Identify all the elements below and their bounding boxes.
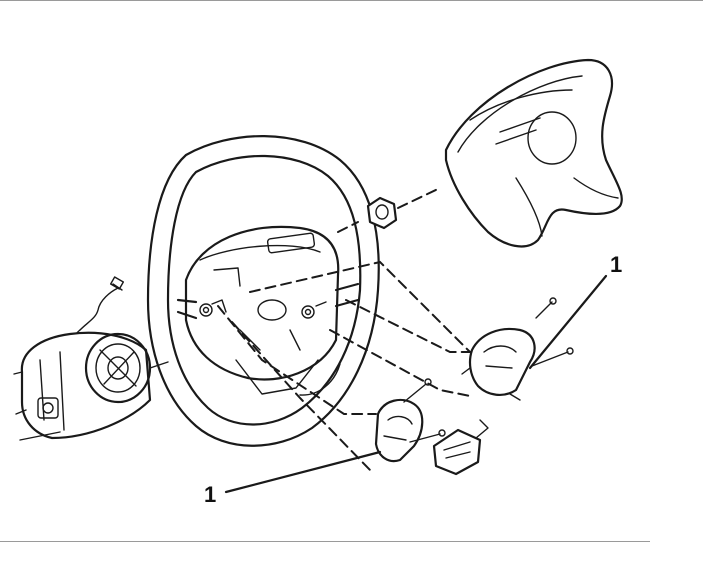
callout-label: 1 xyxy=(204,482,216,507)
clock-spring-assembly xyxy=(13,276,169,441)
callout-label: 1 xyxy=(610,252,622,277)
bottom-divider xyxy=(0,541,650,542)
callout-1-right: 1 xyxy=(528,252,622,370)
steering-wheel xyxy=(146,135,380,447)
right-bracket-assembly xyxy=(461,297,574,401)
callout-1-left: 1 xyxy=(204,450,382,507)
airbag-connector xyxy=(432,419,489,476)
left-bracket-assembly xyxy=(374,378,446,463)
assembly-guide-lines xyxy=(217,260,471,471)
retaining-nut xyxy=(337,187,441,233)
airbag-module xyxy=(444,58,623,248)
top-divider xyxy=(0,0,703,1)
